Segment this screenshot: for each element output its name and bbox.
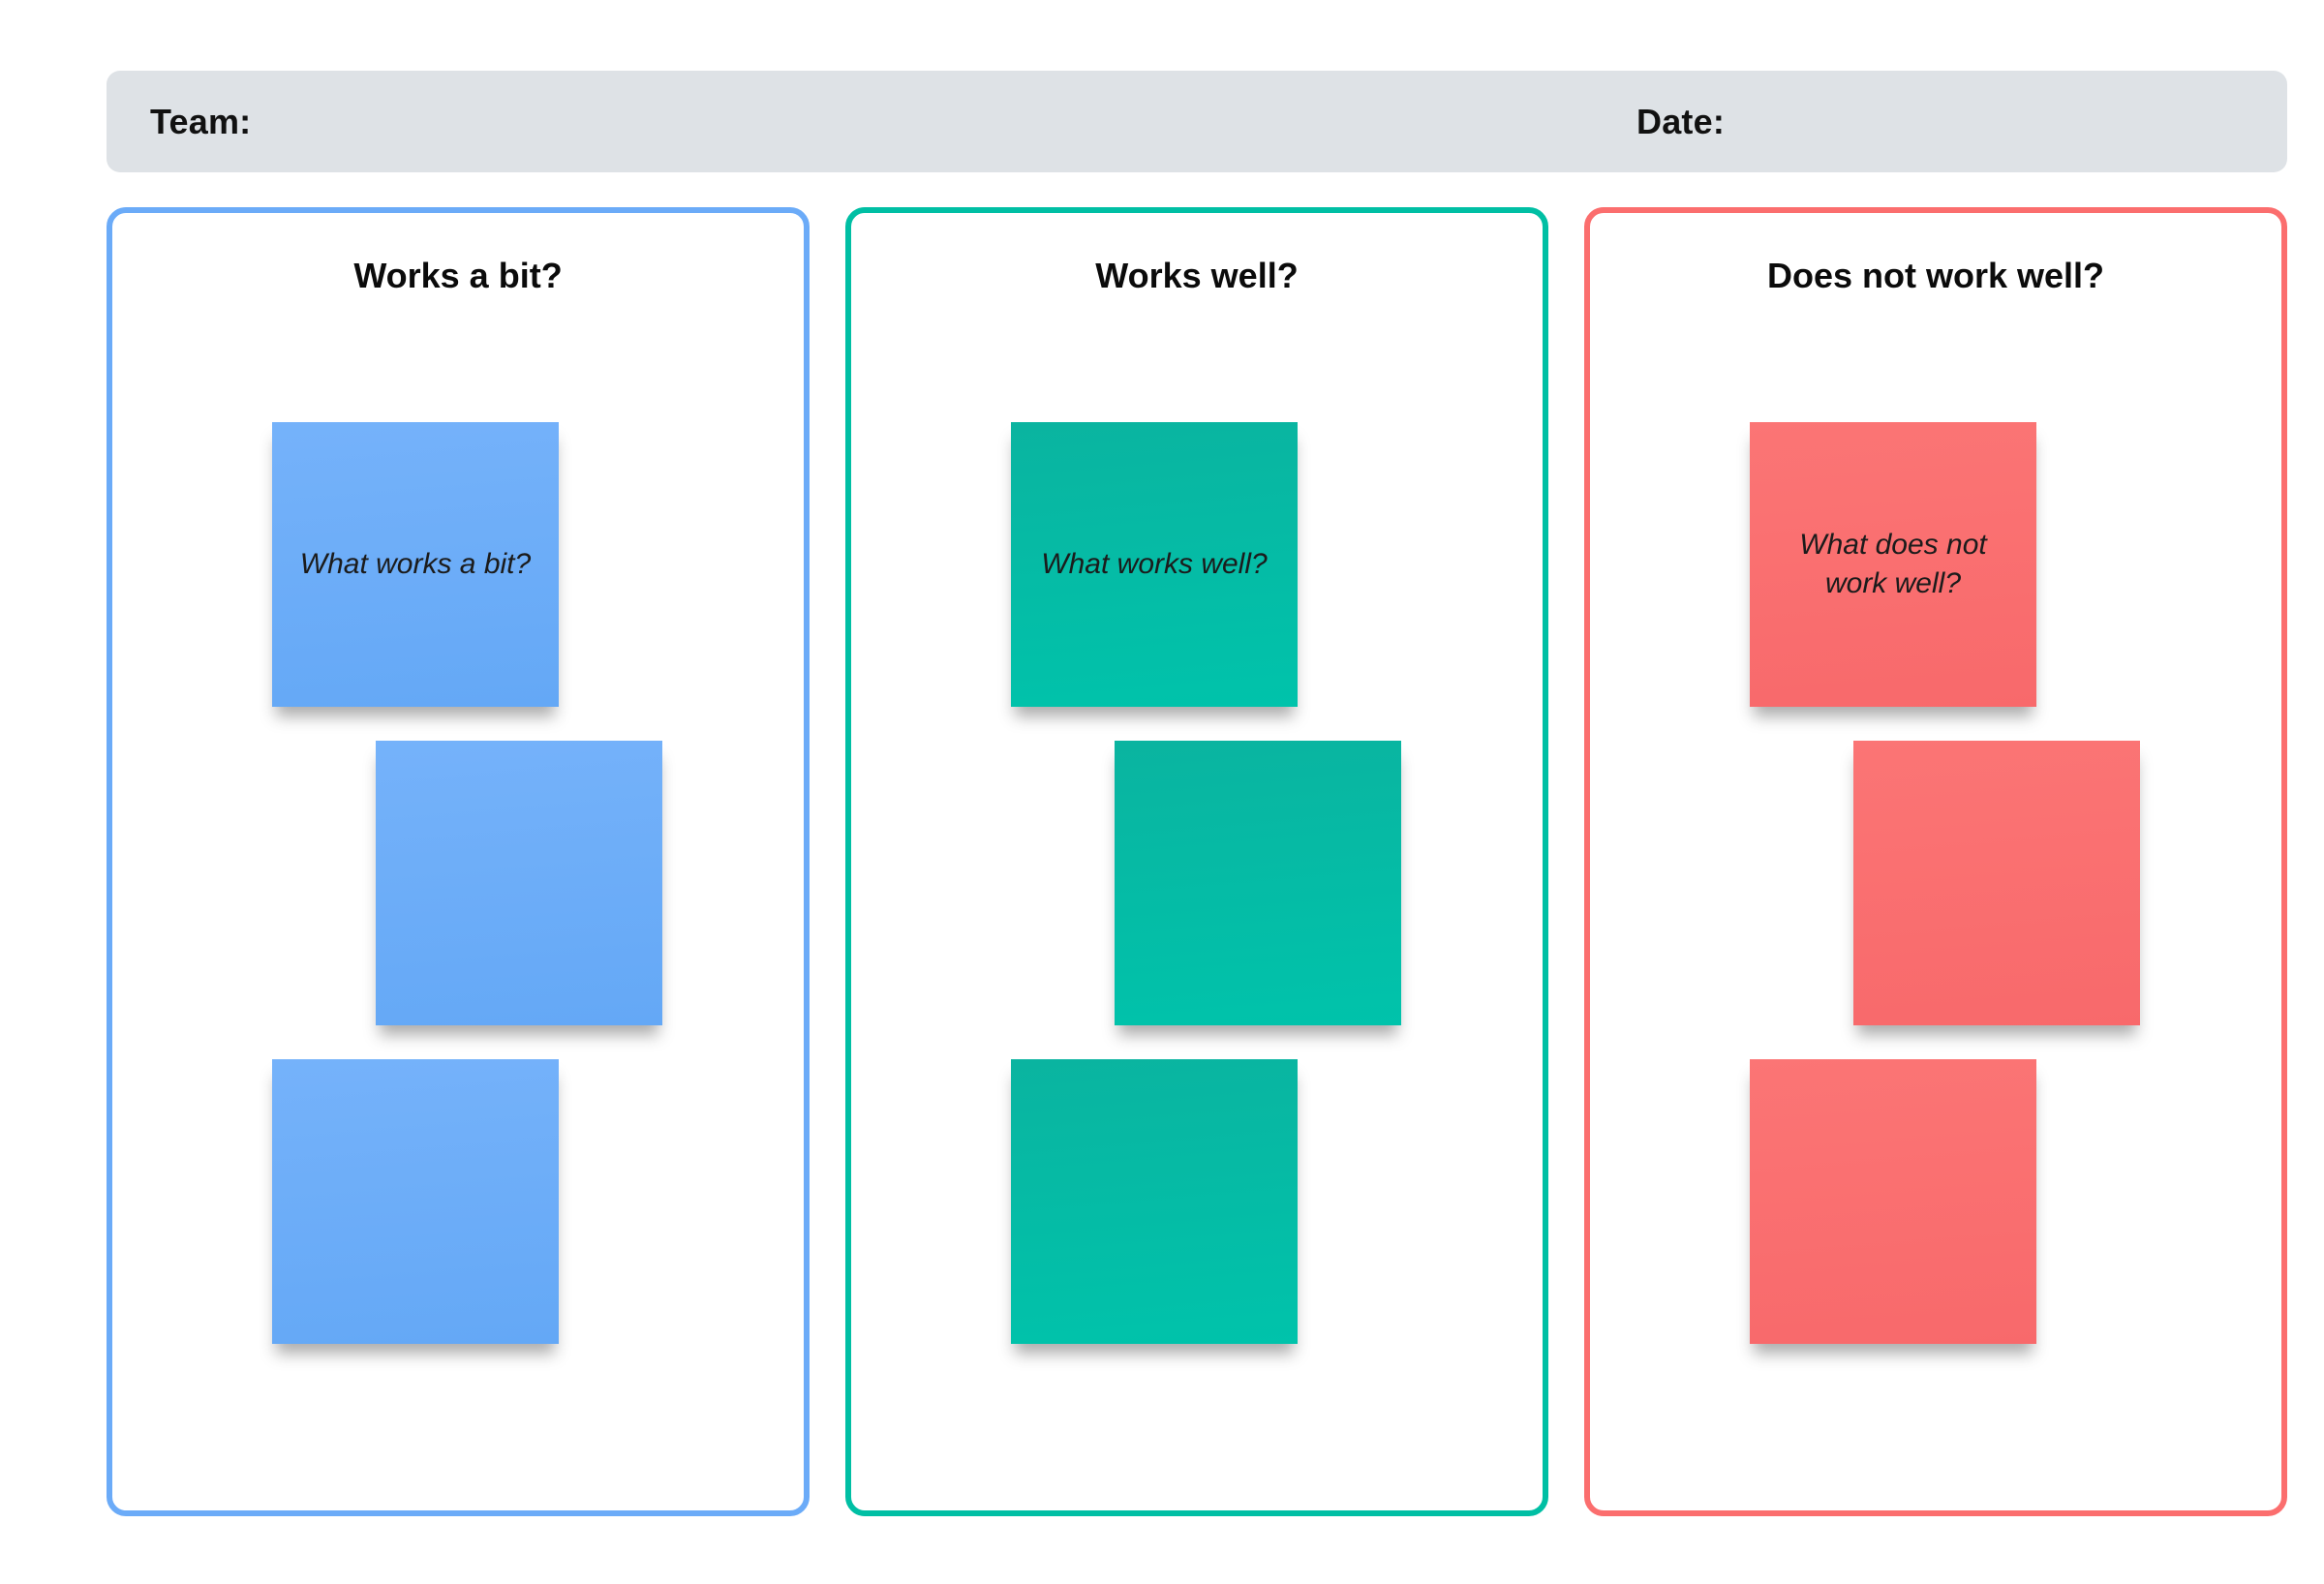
sticky-note-blue-3[interactable] [272, 1059, 559, 1344]
column-does-not-work-well: Does not work well? What does not work w… [1584, 207, 2287, 1516]
sticky-note-green-3[interactable] [1011, 1059, 1298, 1344]
column-works-a-bit: Works a bit? What works a bit? [107, 207, 810, 1516]
sticky-note-blue-1[interactable]: What works a bit? [272, 422, 559, 707]
column-title-does-not-work-well: Does not work well? [1766, 256, 2105, 295]
header-bar: Team: Date: [107, 71, 2287, 172]
sticky-note-green-2[interactable] [1115, 741, 1401, 1025]
column-title-works-well: Works well? [1095, 256, 1299, 295]
team-label: Team: [150, 101, 252, 141]
column-title-works-a-bit: Works a bit? [353, 256, 563, 295]
sticky-note-red-3[interactable] [1750, 1059, 2036, 1344]
date-label: Date: [1636, 101, 1726, 141]
column-works-well: Works well? What works well? [845, 207, 1548, 1516]
sticky-note-red-1[interactable]: What does not work well? [1750, 422, 2036, 707]
sticky-note-green-1[interactable]: What works well? [1011, 422, 1298, 707]
sticky-note-blue-2[interactable] [376, 741, 662, 1025]
sticky-note-red-2[interactable] [1853, 741, 2140, 1025]
